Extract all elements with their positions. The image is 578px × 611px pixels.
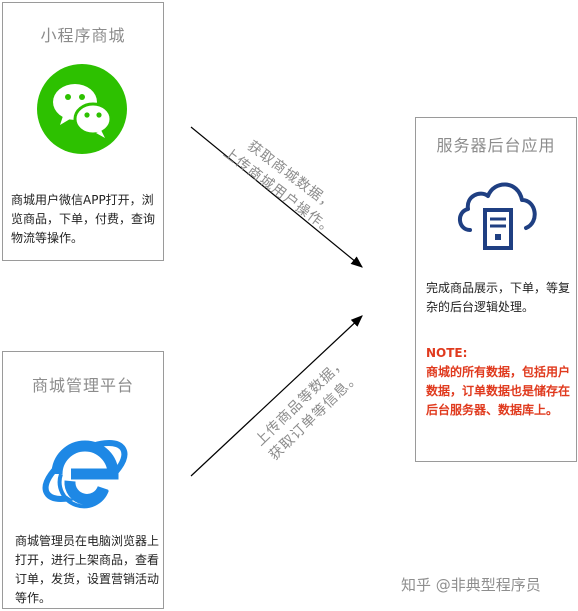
server-note: NOTE: 商城的所有数据，包括用户数据，订单数据也是储存在后台服务器、数据库上… bbox=[426, 344, 576, 420]
server-note-label: NOTE: bbox=[426, 346, 468, 360]
arrow-mini-to-server bbox=[190, 126, 363, 268]
server-node: 服务器后台应用 完成商品展示，下单，等复杂的后台逻辑处理。 NOTE: 商城的所… bbox=[415, 117, 577, 462]
server-title: 服务器后台应用 bbox=[436, 136, 556, 155]
server-description: 完成商品展示，下单，等复杂的后台逻辑处理。 bbox=[426, 281, 571, 314]
admin-platform-node: 商城管理平台 商城管理员在电脑浏览器上打开，进行上架商品，查看订单，发货，设置营… bbox=[2, 351, 164, 609]
ie-browser-icon bbox=[37, 426, 133, 516]
mini-program-description: 商城用户微信APP打开，浏览商品，下单，付费，查询物流等操作。 bbox=[11, 193, 156, 245]
mini-program-node: 小程序商城 商城用户微信APP打开，浏览商品，下单，付费，查询物流等操作。 bbox=[2, 2, 164, 261]
server-note-text: 商城的所有数据，包括用户数据，订单数据也是储存在后台服务器、数据库上。 bbox=[426, 365, 571, 417]
zhihu-watermark: 知乎 @非典型程序员 bbox=[401, 576, 541, 594]
arrow-admin-to-server bbox=[190, 315, 363, 477]
cloud-server-icon bbox=[450, 162, 546, 258]
wechat-icon bbox=[37, 64, 127, 154]
admin-platform-title: 商城管理平台 bbox=[31, 376, 134, 395]
mini-program-title: 小程序商城 bbox=[40, 26, 126, 45]
admin-platform-description: 商城管理员在电脑浏览器上打开，进行上架商品，查看订单，发货，设置营销活动等作。 bbox=[15, 534, 160, 605]
